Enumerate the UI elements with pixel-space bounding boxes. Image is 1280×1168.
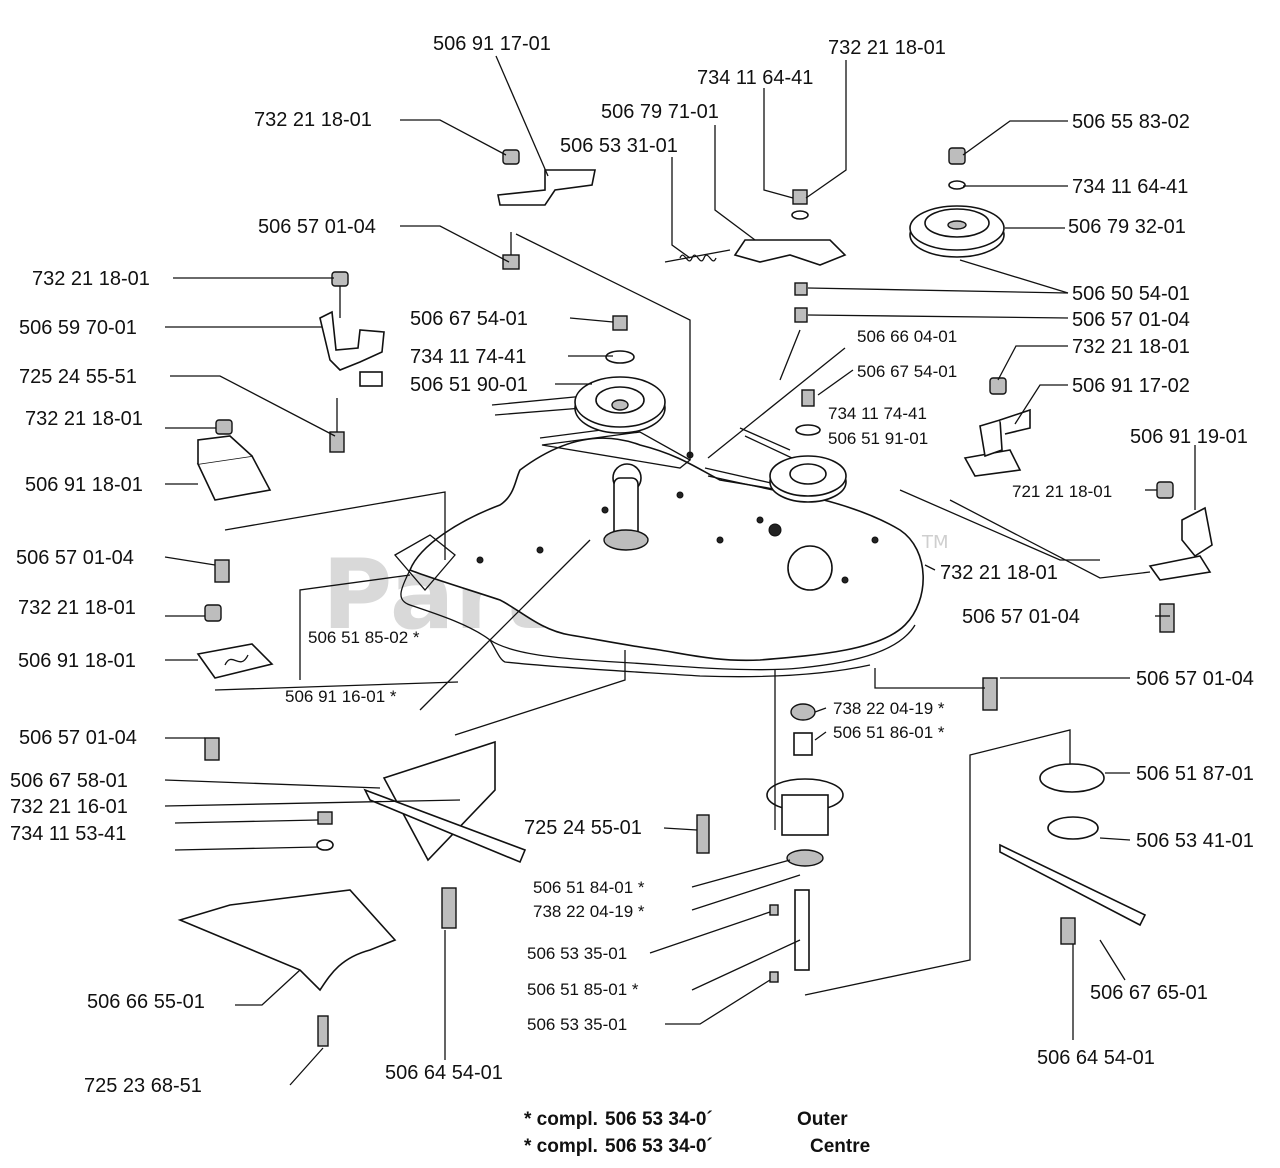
label-732-21-18-01: 732 21 18-01 bbox=[18, 597, 136, 619]
part-labels: 506 91 17-01 732 21 18-01 734 11 64-41 7… bbox=[10, 33, 1254, 1097]
large-pulley bbox=[909, 147, 1005, 258]
label-506-79-32-01: 506 79 32-01 bbox=[1068, 216, 1186, 238]
label-506-57-01-04: 506 57 01-04 bbox=[962, 606, 1080, 628]
label-725-23-68-51: 725 23 68-51 bbox=[84, 1075, 202, 1097]
leader-lines bbox=[164, 55, 1196, 1086]
label-506-57-01-04: 506 57 01-04 bbox=[19, 727, 137, 749]
label-734-11-74-41: 734 11 74-41 bbox=[410, 346, 526, 368]
footnote-number: 506 53 34-0´ bbox=[605, 1109, 713, 1130]
label-506-91-19-01: 506 91 19-01 bbox=[1130, 426, 1248, 448]
label-506-91-16-01: 506 91 16-01 * bbox=[285, 687, 397, 706]
label-738-22-04-19: 738 22 04-19 * bbox=[533, 902, 645, 921]
label-732-21-18-01: 732 21 18-01 bbox=[828, 37, 946, 59]
label-506-51-86-01: 506 51 86-01 * bbox=[833, 723, 945, 742]
left-pulley bbox=[574, 315, 666, 434]
label-506-53-41-01: 506 53 41-01 bbox=[1136, 830, 1254, 852]
label-732-21-18-01: 732 21 18-01 bbox=[940, 562, 1058, 584]
label-506-51-90-01: 506 51 90-01 bbox=[410, 374, 528, 396]
label-721-21-18-01: 721 21 18-01 bbox=[1012, 482, 1112, 501]
watermark-tm: TM bbox=[921, 532, 949, 553]
footnote-prefix: * compl. bbox=[524, 1136, 598, 1157]
label-506-91-17-02: 506 91 17-02 bbox=[1072, 375, 1190, 397]
label-734-11-64-41: 734 11 64-41 bbox=[1072, 176, 1188, 198]
label-506-91-17-01: 506 91 17-01 bbox=[433, 33, 551, 55]
label-732-21-18-01: 732 21 18-01 bbox=[1072, 336, 1190, 358]
label-506-57-01-04: 506 57 01-04 bbox=[1136, 668, 1254, 690]
spindle-assembly bbox=[766, 703, 844, 983]
label-506-55-83-02: 506 55 83-02 bbox=[1072, 111, 1190, 133]
label-506-53-35-01: 506 53 35-01 bbox=[527, 944, 627, 963]
footnote-prefix: * compl. bbox=[524, 1109, 598, 1130]
footnotes: * compl. 506 53 34-0´ Outer * compl. 506… bbox=[524, 1109, 870, 1157]
label-506-91-18-01: 506 91 18-01 bbox=[25, 474, 143, 496]
label-506-53-31-01: 506 53 31-01 bbox=[560, 135, 678, 157]
label-732-21-16-01: 732 21 16-01 bbox=[10, 796, 128, 818]
bolt-small bbox=[696, 677, 998, 854]
label-506-50-54-01: 506 50 54-01 bbox=[1072, 283, 1190, 305]
label-725-24-55-01: 725 24 55-01 bbox=[524, 817, 642, 839]
hook-bracket bbox=[319, 271, 385, 453]
far-right-bracket bbox=[1148, 481, 1213, 633]
label-506-53-35-01: 506 53 35-01 bbox=[527, 1015, 627, 1034]
label-506-64-54-01: 506 64 54-01 bbox=[1037, 1047, 1155, 1069]
label-732-21-18-01: 732 21 18-01 bbox=[254, 109, 372, 131]
label-506-51-87-01: 506 51 87-01 bbox=[1136, 763, 1254, 785]
label-506-66-55-01: 506 66 55-01 bbox=[87, 991, 205, 1013]
label-506-66-04-01: 506 66 04-01 bbox=[857, 327, 957, 346]
footnote-position: Outer bbox=[797, 1109, 848, 1130]
label-732-21-18-01: 732 21 18-01 bbox=[25, 408, 143, 430]
label-734-11-64-41: 734 11 64-41 bbox=[697, 67, 813, 89]
label-506-59-70-01: 506 59 70-01 bbox=[19, 317, 137, 339]
label-738-22-04-19: 738 22 04-19 * bbox=[833, 699, 945, 718]
label-732-21-18-01: 732 21 18-01 bbox=[32, 268, 150, 290]
right-bracket bbox=[963, 377, 1031, 477]
label-734-11-74-41: 734 11 74-41 bbox=[828, 404, 927, 423]
label-506-67-54-01: 506 67 54-01 bbox=[410, 308, 528, 330]
top-bracket bbox=[497, 149, 596, 270]
label-506-51-85-01: 506 51 85-01 * bbox=[527, 980, 639, 999]
label-506-51-84-01: 506 51 84-01 * bbox=[533, 878, 645, 897]
label-506-57-01-04: 506 57 01-04 bbox=[1072, 309, 1190, 331]
footnote-position: Centre bbox=[810, 1136, 870, 1157]
tension-arm bbox=[664, 189, 847, 323]
label-506-64-54-01: 506 64 54-01 bbox=[385, 1062, 503, 1084]
right-pulley bbox=[769, 389, 847, 503]
right-blade-set bbox=[999, 763, 1147, 945]
label-725-24-55-51: 725 24 55-51 bbox=[19, 366, 137, 388]
label-506-67-54-01: 506 67 54-01 bbox=[857, 362, 957, 381]
left-bracket-upper bbox=[196, 419, 272, 583]
label-734-11-53-41: 734 11 53-41 bbox=[10, 823, 126, 845]
label-506-67-65-01: 506 67 65-01 bbox=[1090, 982, 1208, 1004]
label-506-51-91-01: 506 51 91-01 bbox=[828, 429, 928, 448]
label-506-91-18-01: 506 91 18-01 bbox=[18, 650, 136, 672]
label-506-57-01-04: 506 57 01-04 bbox=[16, 547, 134, 569]
left-bracket-lower bbox=[196, 604, 274, 761]
label-506-57-01-04: 506 57 01-04 bbox=[258, 216, 376, 238]
footnote-number: 506 53 34-0´ bbox=[605, 1136, 713, 1157]
label-506-67-58-01: 506 67 58-01 bbox=[10, 770, 128, 792]
label-506-79-71-01: 506 79 71-01 bbox=[601, 101, 719, 123]
label-506-51-85-02: 506 51 85-02 * bbox=[308, 628, 420, 647]
mulch-cover bbox=[177, 889, 397, 1047]
